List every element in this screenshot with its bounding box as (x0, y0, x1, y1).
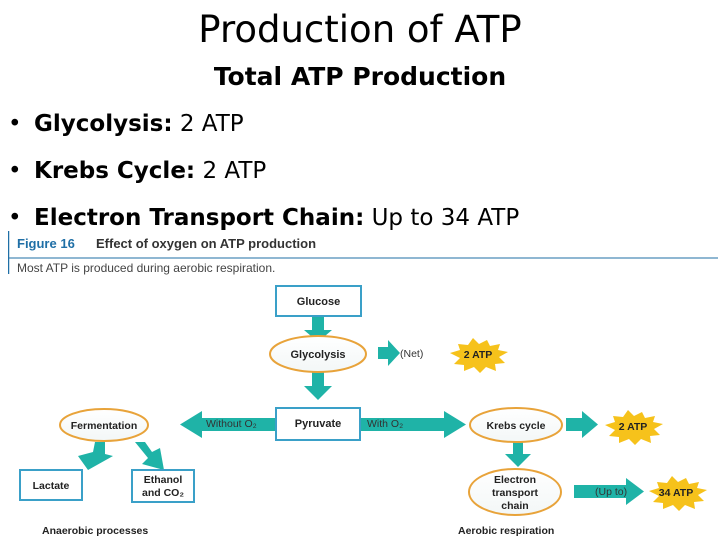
arrow-krebs-to-etc (505, 442, 531, 467)
pyruvate-box (275, 407, 361, 441)
atp-production-figure: Figure 16 Effect of oxygen on ATP produc… (8, 226, 718, 540)
slide-subtitle: Total ATP Production (213, 62, 507, 91)
arrow-glycolysis-to-pyruvate (304, 372, 332, 400)
arrow-etc-to-atp (574, 478, 644, 505)
aerobic-respiration-label: Aerobic respiration (458, 525, 554, 537)
lactate-box (19, 469, 83, 501)
fermentation-oval (59, 408, 149, 442)
ethanol-label-line1: Ethanol (144, 474, 183, 486)
slide-title: Production of ATP (198, 8, 522, 51)
glucose-box (275, 285, 362, 317)
arrow-pyruvate-to-fermentation (180, 411, 275, 438)
krebs-atp-badge: 2 ATP (619, 421, 648, 433)
bullet-term: Krebs Cycle: (34, 158, 196, 184)
lactate-label: Lactate (33, 480, 70, 492)
arrow-fermentation-to-ethanol (135, 442, 164, 470)
glucose-label: Glucose (297, 296, 340, 308)
bullet-value: Up to 34 ATP (371, 205, 520, 231)
bullet-term: Electron Transport Chain: (34, 205, 365, 231)
up-to-label: (Up to) (595, 486, 627, 498)
bullet-term: Glycolysis: (34, 111, 173, 137)
etc-atp-starburst-icon (649, 476, 707, 511)
atp-bullet-list: •Glycolysis: 2 ATP •Krebs Cycle: 2 ATP •… (8, 108, 519, 249)
bullet-etc: •Electron Transport Chain: Up to 34 ATP (8, 205, 520, 231)
etc-atp-badge: 34 ATP (659, 487, 693, 499)
ethanol-label-line2: and CO₂ (142, 487, 184, 499)
etc-label-line1: Electron (494, 474, 536, 486)
etc-oval (468, 468, 562, 516)
with-oxygen-label: With O₂ (367, 418, 403, 430)
arrow-krebs-to-atp (566, 411, 598, 438)
krebs-oval (469, 407, 563, 443)
etc-label-line3: chain (501, 500, 528, 512)
arrow-fermentation-to-lactate (78, 442, 113, 470)
arrow-pyruvate-to-krebs (360, 411, 466, 438)
anaerobic-processes-label: Anaerobic processes (42, 525, 148, 537)
net-label: (Net) (400, 348, 423, 360)
arrow-glycolysis-to-atp (378, 340, 400, 366)
fermentation-label: Fermentation (71, 420, 138, 432)
ethanol-box (131, 469, 195, 503)
bullet-glycolysis: •Glycolysis: 2 ATP (8, 111, 244, 137)
glycolysis-atp-badge: 2 ATP (464, 349, 493, 361)
krebs-atp-starburst-icon (605, 410, 663, 445)
pyruvate-label: Pyruvate (295, 418, 341, 430)
etc-label-line2: transport (492, 487, 539, 499)
bullet-value: 2 ATP (179, 111, 244, 137)
bullet-value: 2 ATP (202, 158, 267, 184)
glycolysis-oval (269, 335, 367, 373)
figure-caption: Most ATP is produced during aerobic resp… (17, 261, 275, 275)
glycolysis-atp-starburst-icon (450, 338, 508, 373)
figure-diagram: Figure 16 Effect of oxygen on ATP produc… (8, 231, 718, 537)
glycolysis-label: Glycolysis (290, 349, 345, 361)
figure-title: Effect of oxygen on ATP production (96, 236, 316, 251)
krebs-label: Krebs cycle (487, 420, 546, 432)
figure-number: Figure 16 (17, 236, 75, 251)
without-oxygen-label: Without O₂ (206, 418, 257, 430)
bullet-krebs: •Krebs Cycle: 2 ATP (8, 158, 267, 184)
